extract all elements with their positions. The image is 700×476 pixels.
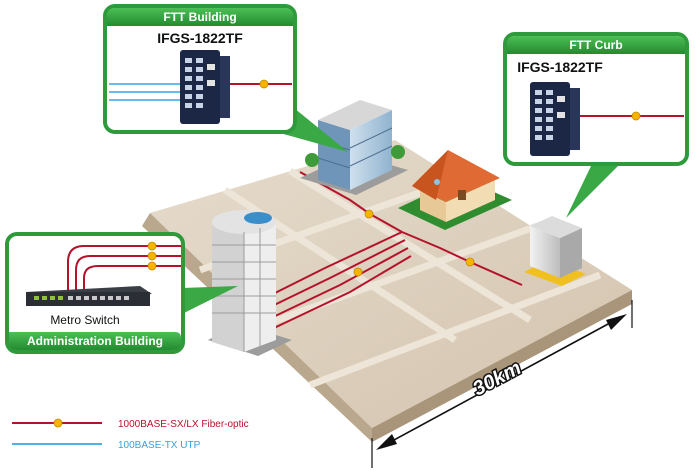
metro-switch-icon [26, 286, 152, 306]
admin-fiber-links [67, 245, 181, 296]
legend: 1000BASE-SX/LX Fiber-optic 100BASE-TX UT… [12, 418, 249, 451]
legend-fiber-connector [53, 418, 63, 428]
fiber-connector-dot [631, 111, 641, 121]
legend-utp-label: 100BASE-TX UTP [118, 440, 201, 451]
fiber-connector-dots [353, 209, 475, 277]
metro-switch-label: Metro Switch [50, 313, 119, 327]
fiber-connector-dots [147, 241, 157, 271]
ftt-building-title: FTT Building [163, 10, 236, 24]
ftt-curb-model: IFGS-1822TF [517, 59, 603, 75]
house [398, 150, 512, 230]
fiber-connector-dot [259, 79, 269, 89]
legend-fiber-label: 1000BASE-SX/LX Fiber-optic [118, 419, 249, 430]
admin-callout: Administration Building Metr [5, 232, 185, 354]
ftt-curb-pointer [566, 164, 620, 218]
admin-title: Administration Building [27, 334, 163, 348]
ftt-building-model: IFGS-1822TF [157, 30, 243, 46]
ftt-building-callout: FTT Building IFGS-1822TF [103, 4, 297, 134]
ifgs-1822tf-switch-icon [180, 50, 230, 124]
utp-cables [109, 83, 182, 101]
fiber-links [264, 171, 523, 329]
ftt-curb-title: FTT Curb [569, 38, 622, 52]
admin-tower [208, 210, 292, 356]
curb-cabinet [524, 216, 586, 286]
ftt-curb-callout: FTT Curb IFGS-1822TF [503, 32, 689, 166]
admin-pointer [182, 286, 238, 314]
ifgs-1822tf-switch-icon [530, 82, 580, 156]
